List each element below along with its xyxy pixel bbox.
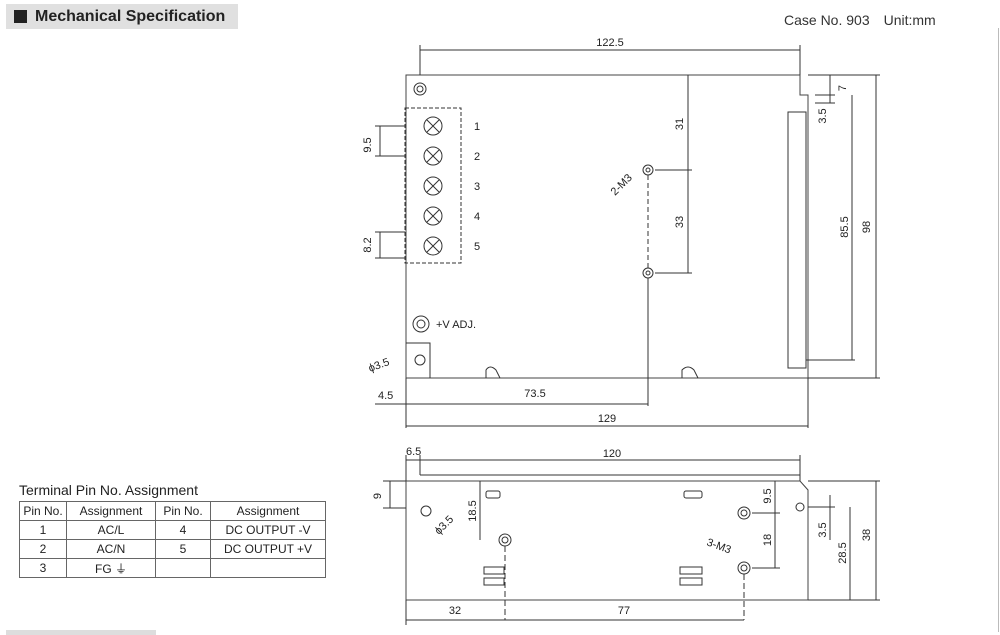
col-assignment: Assignment: [66, 501, 156, 521]
col-assignment-2: Assignment: [210, 501, 326, 521]
dim-9-5: 9.5: [362, 137, 374, 152]
side-view: ϕ3.5 3-M3 9 18.5 9.5 18 6.5 120 3.5 28.5…: [372, 446, 880, 625]
top-outline: [405, 74, 809, 379]
vent: [483, 577, 505, 586]
dim-77: 77: [618, 605, 630, 617]
screws-label: 2-M3: [609, 172, 635, 198]
dim-18-5: 18.5: [467, 500, 479, 521]
dim-33: 33: [674, 216, 686, 228]
section-header: Mechanical Specification: [6, 4, 238, 29]
dim-3-5-top: 3.5: [817, 108, 829, 123]
dim-6-5: 6.5: [406, 446, 421, 458]
corner-screw-icon: [413, 82, 427, 96]
terminal-5: 5: [474, 241, 480, 253]
dim-98: 98: [861, 221, 873, 233]
m3-screw-icon: [642, 267, 654, 279]
dim-8-2: 8.2: [362, 237, 374, 252]
vent: [679, 577, 703, 586]
adj-pot-icon: [412, 315, 430, 333]
dim-3-5-side: 3.5: [817, 522, 829, 537]
case-info: Case No. 903 Unit:mm: [784, 12, 950, 28]
side-hole-label: ϕ3.5: [433, 514, 457, 538]
dim-85-5: 85.5: [839, 216, 851, 237]
dim-28-5: 28.5: [837, 542, 849, 563]
adj-label: +V ADJ.: [436, 319, 476, 331]
case-number: Case No. 903: [784, 12, 870, 28]
dim-120: 120: [603, 448, 621, 460]
dim-31: 31: [674, 118, 686, 130]
heatsink-bar: [787, 111, 807, 369]
drawing-frame: [0, 28, 999, 632]
section-title: Mechanical Specification: [35, 7, 226, 25]
side-outline: [405, 480, 809, 601]
terminal-4: 4: [474, 211, 480, 223]
col-pin-no: Pin No.: [19, 501, 67, 521]
side-hole-icon: [420, 505, 432, 517]
side-screw-icon: [498, 533, 512, 547]
vent: [483, 566, 505, 575]
dim-38: 38: [861, 529, 873, 541]
dim-18: 18: [762, 534, 774, 546]
side-screw-icon: [737, 506, 751, 520]
table-header-row: Pin No. Assignment Pin No. Assignment: [19, 501, 326, 521]
dim-4-5: 4.5: [378, 390, 393, 402]
footer-bar: [6, 630, 156, 635]
terminal-2: 2: [474, 151, 480, 163]
unit-label: Unit:mm: [883, 12, 936, 28]
top-view: 1 2 3 4 5 9.5 8.2 +V ADJ. ϕ3.5 2-M3 31 3…: [362, 37, 880, 428]
col-pin-no-2: Pin No.: [155, 501, 211, 521]
terminal-screws: [423, 116, 443, 256]
m3-screw-icon: [642, 164, 654, 176]
slot: [485, 490, 501, 499]
header-bullet-icon: [14, 10, 27, 23]
mount-hole-icon: [414, 354, 426, 366]
dim-129: 129: [598, 413, 616, 425]
vent: [679, 566, 703, 575]
dim-32: 32: [449, 605, 461, 617]
pin-table-title: Terminal Pin No. Assignment: [19, 482, 198, 498]
hole-label: ϕ3.5: [367, 356, 391, 375]
slot: [683, 490, 703, 499]
terminal-3: 3: [474, 181, 480, 193]
dim-9-5-side: 9.5: [762, 488, 774, 503]
terminal-block: [404, 107, 462, 264]
dim-9: 9: [372, 493, 384, 499]
side-screws-label: 3-M3: [705, 537, 733, 557]
dim-73-5: 73.5: [524, 388, 545, 400]
dim-7: 7: [837, 85, 849, 91]
dim-122-5: 122.5: [596, 37, 624, 49]
terminal-1: 1: [474, 121, 480, 133]
side-screw-icon: [737, 561, 751, 575]
